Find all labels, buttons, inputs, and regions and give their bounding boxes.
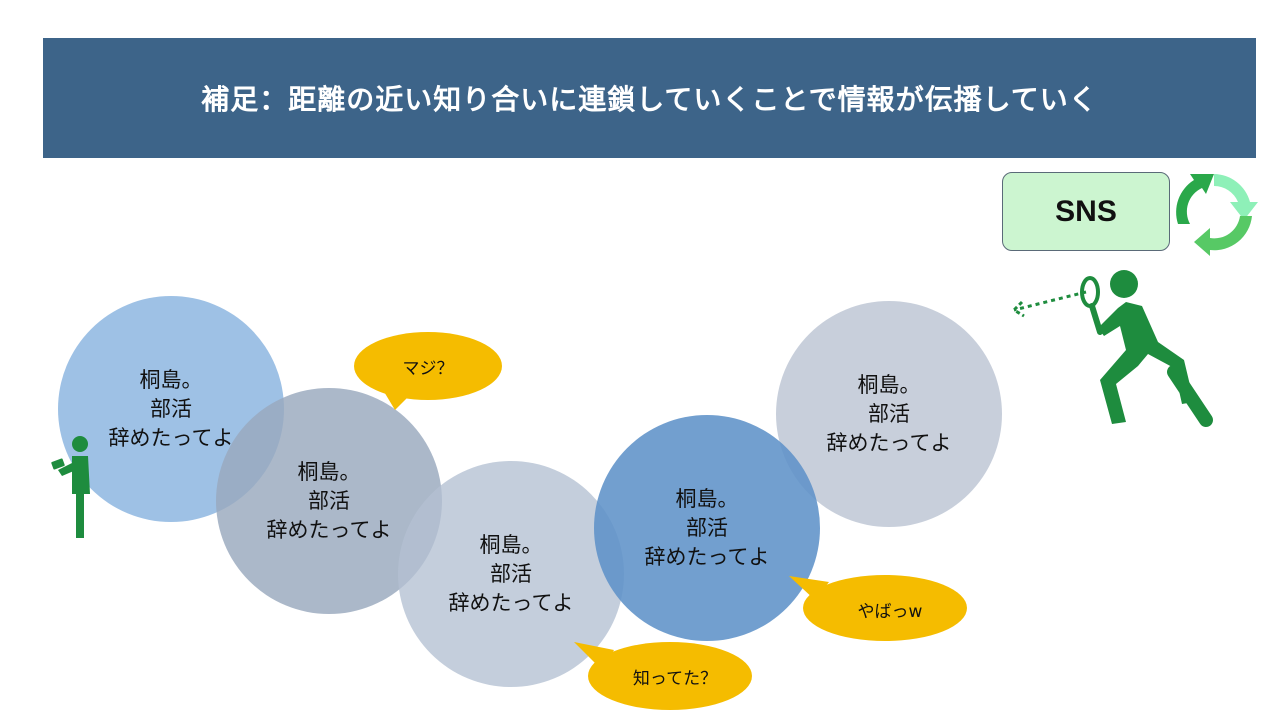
rumor-line: 桐島。	[297, 459, 361, 484]
rumor-line: 辞めたってよ	[644, 544, 770, 569]
speech-bubble-shape	[354, 332, 502, 410]
refresh-arrows-icon	[1176, 174, 1258, 256]
rumor-line: 桐島。	[675, 486, 739, 511]
sns-box: SNS	[1002, 172, 1170, 251]
rumor-line: 部活	[686, 515, 728, 540]
phone-user-icon	[51, 436, 90, 538]
title-banner: 補足：距離の近い知り合いに連鎖していくことで情報が伝播していく	[43, 38, 1256, 158]
speech-bubble: マジ？	[353, 332, 503, 410]
speech-text: 知ってた？	[632, 669, 718, 689]
rumor-line: 辞めたってよ	[266, 517, 392, 542]
speech-bubble-shape	[789, 575, 967, 641]
rumor-line: 桐島。	[479, 532, 543, 557]
rumor-line: 部活	[150, 396, 192, 421]
rumor-line: 部活	[490, 561, 532, 586]
rumor-bubble: 桐島。 部活 辞めたってよ	[776, 301, 1002, 527]
speech-bubble: 知ってた？	[574, 640, 752, 712]
rumor-line: 部活	[308, 488, 350, 513]
rumor-line: 辞めたってよ	[826, 430, 952, 455]
rumor-bubble: 桐島。 部活 辞めたってよ	[594, 415, 820, 641]
rumor-line: 辞めたってよ	[108, 425, 234, 450]
rumor-line: 桐島。	[139, 367, 203, 392]
rumor-line: 辞めたってよ	[448, 590, 574, 615]
speech-bubble: やばっw	[789, 574, 967, 642]
speech-bubble-shape	[574, 642, 752, 710]
rumor-line: 桐島。	[857, 372, 921, 397]
page-title: 補足：距離の近い知り合いに連鎖していくことで情報が伝播していく	[201, 83, 1098, 116]
rumor-line: 部活	[868, 401, 910, 426]
speech-text: マジ？	[402, 359, 454, 379]
rumor-bubble: 桐島。 部活 辞めたってよ	[216, 388, 442, 614]
magnifying-glass-person-icon	[1011, 270, 1213, 427]
sns-label: SNS	[1055, 194, 1117, 228]
speech-text: やばっw	[857, 602, 923, 622]
